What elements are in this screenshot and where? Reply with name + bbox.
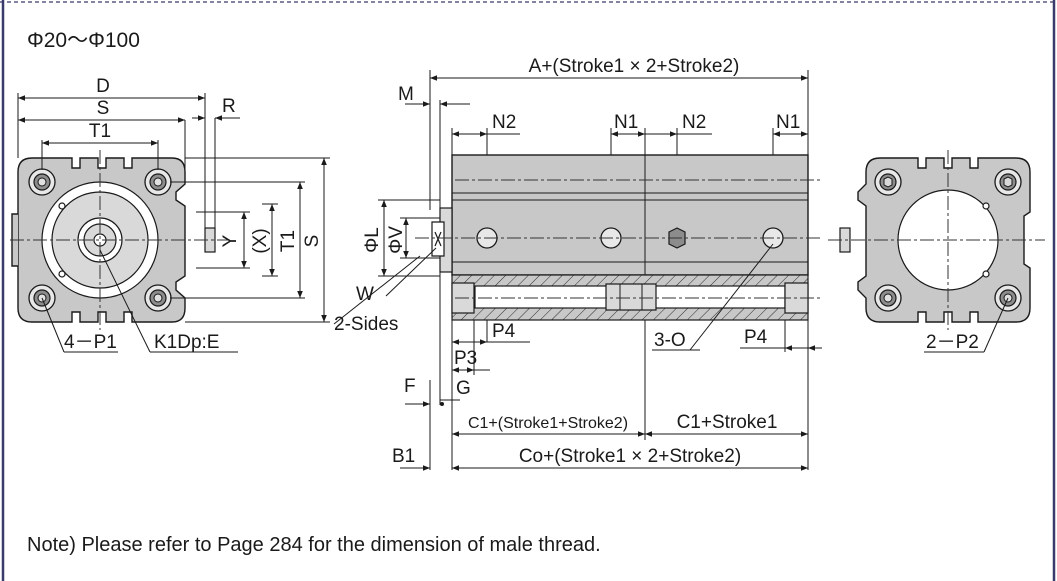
label-T1: T1: [89, 121, 111, 142]
label-W: W: [356, 284, 374, 305]
title: Φ20～Φ100: [27, 29, 140, 52]
label-X: (X): [250, 228, 271, 253]
label-4-P1: 4－P1: [64, 332, 117, 353]
label-2-sides: 2-Sides: [334, 314, 398, 335]
left-end-view: D S T1 R Y (X) T1 S 4－P1 K1Dp: [10, 76, 421, 353]
label-top-dimension: A+(Stroke1 × 2+Stroke2): [529, 56, 740, 77]
label-phi-V: ΦV: [386, 226, 407, 254]
label-Y: Y: [220, 234, 241, 247]
label-phi-L: ΦL: [362, 227, 383, 253]
label-B1: B1: [392, 446, 415, 467]
label-Co: Co+(Stroke1 × 2+Stroke2): [519, 446, 741, 467]
label-S: S: [97, 98, 110, 119]
left-small-hole-2: [58, 270, 66, 278]
label-N2-mid: N2: [682, 112, 706, 133]
label-R: R: [222, 96, 236, 117]
footnote: Note) Please refer to Page 284 for the d…: [27, 534, 601, 556]
left-small-hole-1: [58, 202, 66, 210]
label-K1Dp-E: K1Dp:E: [154, 332, 219, 353]
side-view: A+(Stroke1 × 2+Stroke2) M N2 N1 N2 N1: [356, 56, 822, 471]
right-end-view: 2－P2: [828, 150, 1045, 353]
label-M: M: [398, 84, 414, 105]
label-D: D: [96, 76, 110, 97]
label-S-vertical: S: [302, 235, 323, 248]
label-C1-left: C1+(Stroke1+Stroke2): [468, 415, 628, 432]
label-P3: P3: [454, 348, 477, 369]
label-C1-right: C1+Stroke1: [677, 412, 778, 433]
label-2-P2: 2－P2: [926, 332, 979, 353]
label-3-O: 3-O: [654, 330, 686, 351]
label-G: G: [456, 378, 471, 399]
side-piston: [605, 283, 657, 311]
label-P4-left: P4: [492, 321, 516, 342]
label-F: F: [404, 376, 416, 397]
label-T1-vertical: T1: [278, 230, 299, 252]
side-body-upper: [451, 154, 809, 276]
label-N2-left: N2: [492, 112, 516, 133]
label-N1-right: N1: [776, 112, 800, 133]
label-P4-right: P4: [744, 327, 768, 348]
label-N1-mid: N1: [614, 112, 638, 133]
